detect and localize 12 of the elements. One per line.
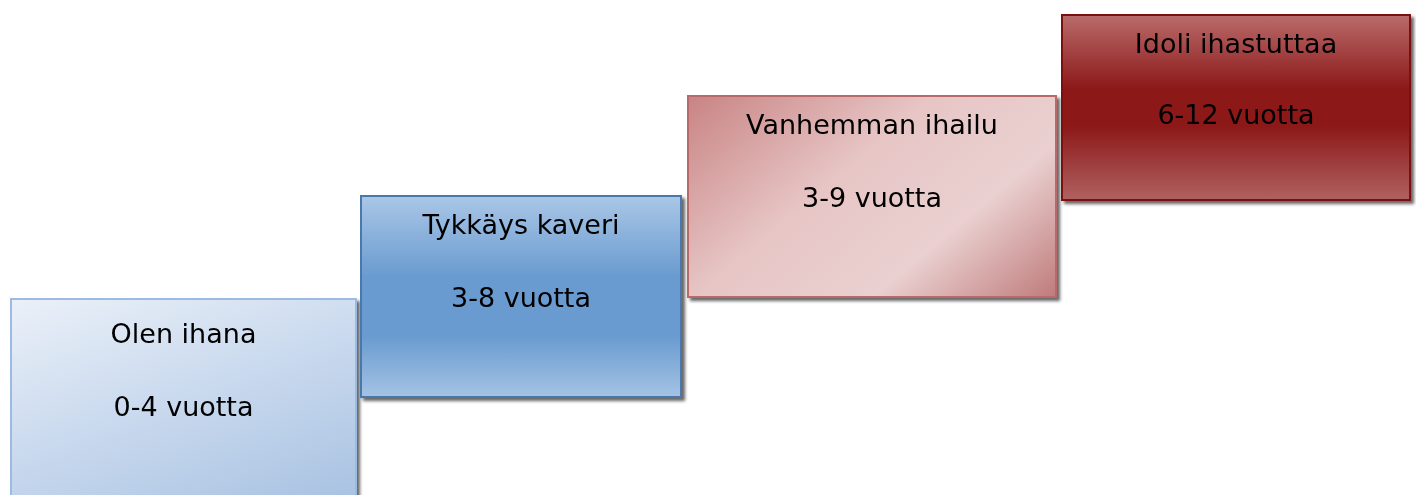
stage-box bbox=[360, 195, 682, 398]
stage-title: Vanhemman ihailu bbox=[746, 109, 998, 140]
stage-title: Tykkäys kaveri bbox=[422, 209, 620, 240]
age-range: 3-9 vuotta bbox=[802, 182, 942, 213]
stage-title: Idoli ihastuttaa bbox=[1134, 28, 1338, 59]
stage-box bbox=[10, 298, 357, 495]
age-range: 0-4 vuotta bbox=[113, 391, 254, 422]
stage-box bbox=[687, 95, 1057, 298]
age-range: 6-12 vuotta bbox=[1157, 99, 1315, 130]
age-range: 3-8 vuotta bbox=[451, 282, 591, 313]
stage-box bbox=[1061, 14, 1411, 201]
stage-title: Olen ihana bbox=[110, 318, 257, 349]
